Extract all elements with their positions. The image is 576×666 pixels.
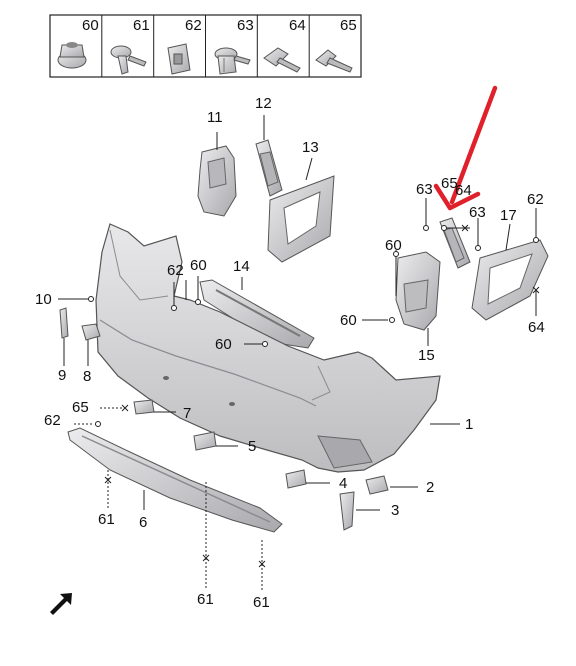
callout-4: 4 — [339, 475, 348, 492]
callout-2: 2 — [426, 479, 435, 496]
legend-num-60: 60 — [82, 17, 99, 34]
fastener-markers — [95, 225, 539, 427]
part-17-frame — [471, 223, 549, 321]
legend-num-63: 63 — [237, 17, 254, 34]
callout-13: 13 — [302, 139, 319, 156]
callout-64-upper: 64 — [455, 182, 472, 199]
callout-14: 14 — [233, 258, 250, 275]
callout-62-lower: 62 — [44, 412, 61, 429]
callout-15: 15 — [418, 347, 435, 364]
callout-60-mid: 60 — [215, 336, 232, 353]
highlight-arrow — [433, 85, 498, 211]
callout-65-lower: 65 — [72, 399, 89, 416]
part-16-strip — [439, 217, 471, 269]
callout-12: 12 — [255, 95, 272, 112]
callout-9: 9 — [58, 367, 67, 384]
legend-num-62: 62 — [185, 17, 202, 34]
legend-num-64: 64 — [289, 17, 306, 34]
callout-60-bracket: 60 — [385, 237, 402, 254]
screw-icon — [110, 45, 147, 75]
callout-63-right: 63 — [469, 204, 486, 221]
legend-num-65: 65 — [340, 17, 357, 34]
callout-10: 10 — [35, 291, 52, 308]
callout-1: 1 — [465, 416, 474, 433]
direction-arrow-icon — [50, 593, 72, 615]
callout-11: 11 — [207, 109, 223, 126]
callout-61-left: 61 — [98, 511, 115, 528]
part-5-pad — [193, 431, 238, 451]
callout-62-right: 62 — [527, 191, 544, 208]
part-10-lead — [58, 296, 94, 302]
callout-6: 6 — [139, 514, 148, 531]
part-9-strip — [59, 307, 69, 366]
callout-3: 3 — [391, 502, 400, 519]
expansion-nut-icon — [214, 47, 251, 75]
clip-icon — [167, 43, 191, 75]
callout-8: 8 — [83, 368, 92, 385]
callout-60-right: 60 — [340, 312, 357, 329]
legend-num-61: 61 — [133, 17, 150, 34]
callout-5: 5 — [248, 438, 257, 455]
flange-bolt-icon — [263, 47, 301, 73]
part-8-clip — [81, 323, 101, 366]
tapping-screw-icon — [315, 49, 353, 73]
callout-61-center: 61 — [197, 591, 214, 608]
fastener-leads — [74, 407, 263, 590]
callout-63-left: 63 — [416, 181, 433, 198]
callout-62-left: 62 — [167, 262, 184, 279]
part-13-frame — [267, 157, 335, 263]
part-12-bracket — [255, 115, 283, 197]
callout-65-upper: 65 — [441, 175, 458, 192]
part-14-bracket — [199, 277, 315, 349]
part-4-pad — [285, 469, 330, 489]
part-6-lower-bar — [67, 427, 283, 533]
part-2-pad — [365, 475, 418, 495]
callout-61-right: 61 — [253, 594, 270, 611]
flange-nut-icon — [57, 42, 87, 69]
part-1-bumper-cover — [95, 223, 460, 473]
callout-60-upper: 60 — [190, 257, 207, 274]
callout-64-lower: 64 — [528, 319, 545, 336]
part-11-bracket — [197, 132, 237, 217]
fastener-leads-solid — [173, 198, 537, 345]
x-markers — [104, 224, 540, 568]
hardware-legend — [49, 14, 362, 78]
callout-7: 7 — [183, 405, 192, 422]
part-7-pad — [133, 399, 176, 415]
callout-17: 17 — [500, 207, 517, 224]
part-3-trim — [339, 491, 380, 531]
part-15-bracket — [395, 251, 441, 346]
